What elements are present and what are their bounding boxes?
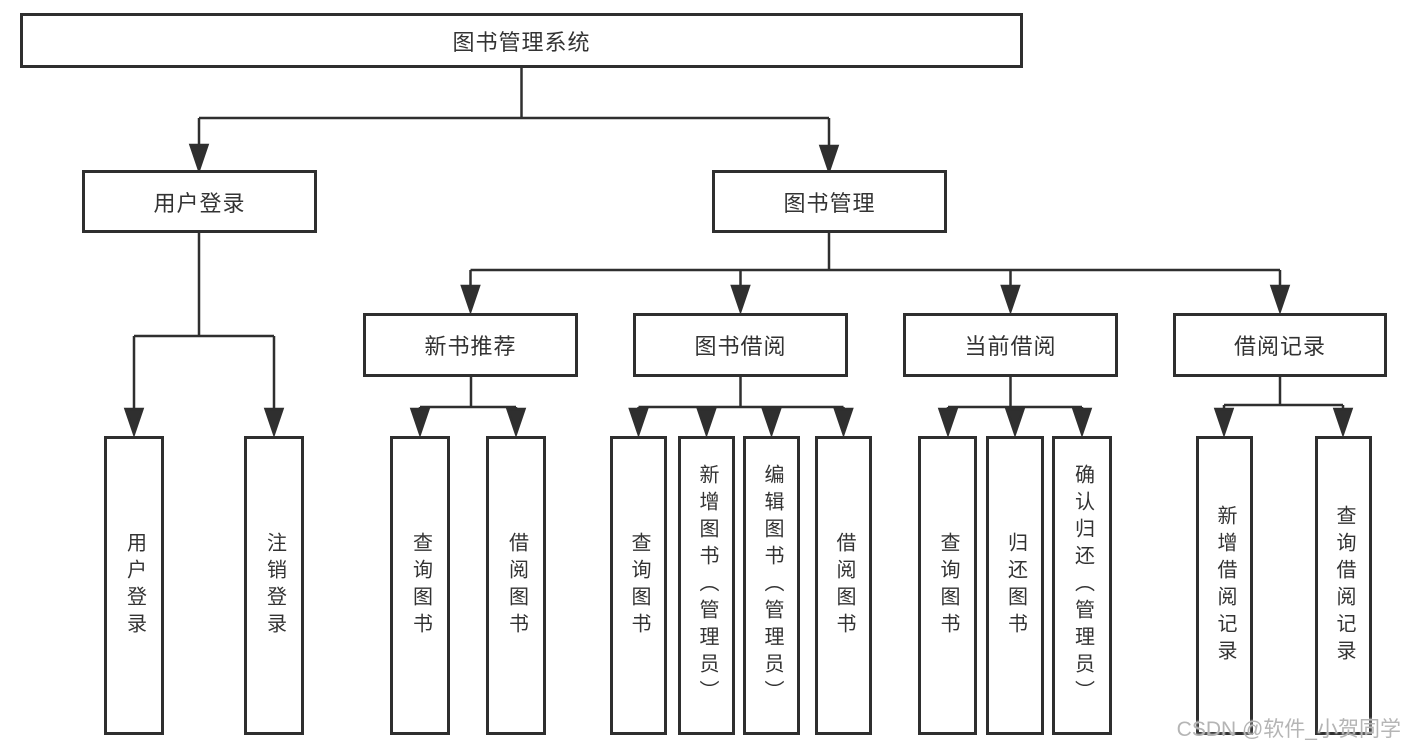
leaf-return-books-label: 归还图书 <box>1004 531 1027 640</box>
node-current-borrow: 当前借阅 <box>903 313 1118 377</box>
arrow-down-icon <box>263 407 285 438</box>
arrow-down-icon <box>730 284 751 315</box>
node-book-borrow: 图书借阅 <box>633 313 848 377</box>
leaf-edit-books: 编辑图书（管理员） <box>743 436 800 735</box>
arrow-down-icon <box>1213 407 1235 438</box>
node-user-login: 用户登录 <box>82 170 317 233</box>
arrow-down-icon <box>628 407 649 438</box>
arrow-down-icon <box>1000 284 1021 315</box>
leaf-borrow-books-1: 借阅图书 <box>486 436 546 735</box>
node-new-book-recommend-label: 新书推荐 <box>424 334 517 359</box>
leaf-query-books-1: 查询图书 <box>390 436 450 735</box>
leaf-query-books-3-label: 查询图书 <box>937 531 959 640</box>
leaf-edit-books-label: 编辑图书（管理员） <box>761 464 783 707</box>
leaf-query-books-2-label: 查询图书 <box>628 531 650 640</box>
connector-newbook-to-leaves <box>409 377 527 438</box>
leaf-query-borrow-record-label: 查询借阅记录 <box>1333 504 1355 667</box>
leaf-add-borrow-record-label: 新增借阅记录 <box>1214 504 1236 667</box>
arrow-down-icon <box>937 407 959 438</box>
leaf-user-login: 用户登录 <box>104 436 164 735</box>
arrow-down-icon <box>833 407 854 438</box>
node-root-label: 图书管理系统 <box>452 29 591 55</box>
arrow-down-icon <box>188 143 210 174</box>
arrow-down-icon <box>761 407 782 438</box>
leaf-add-books: 新增图书（管理员） <box>678 436 735 735</box>
leaf-confirm-return-label: 确认归还（管理员） <box>1071 464 1094 707</box>
leaf-add-books-label: 新增图书（管理员） <box>696 464 718 707</box>
arrow-down-icon <box>409 407 431 438</box>
watermark: CSDN @软件_小贺同学 <box>1176 718 1401 741</box>
connector-userlogin-to-leaves <box>123 233 285 438</box>
node-new-book-recommend: 新书推荐 <box>363 313 578 377</box>
leaf-borrow-books-2: 借阅图书 <box>815 436 872 735</box>
arrow-down-icon <box>818 144 840 175</box>
leaf-return-books: 归还图书 <box>986 436 1044 735</box>
leaf-query-borrow-record: 查询借阅记录 <box>1315 436 1372 735</box>
node-book-borrow-label: 图书借阅 <box>694 334 787 359</box>
node-borrow-records-label: 借阅记录 <box>1233 334 1326 359</box>
node-current-borrow-label: 当前借阅 <box>964 334 1057 359</box>
leaf-query-books-1-label: 查询图书 <box>409 531 432 640</box>
leaf-query-books-2: 查询图书 <box>610 436 667 735</box>
leaf-borrow-books-1-label: 借阅图书 <box>505 531 528 640</box>
connector-bookborrow-to-leaves <box>628 377 854 438</box>
connector-currentborrow-to-leaves <box>937 377 1093 438</box>
connector-borrowrecords-to-leaves <box>1213 375 1354 438</box>
connector-bookmgmt-to-level3 <box>460 233 1291 315</box>
arrow-down-icon <box>460 284 481 315</box>
leaf-add-borrow-record: 新增借阅记录 <box>1196 436 1253 735</box>
arrow-down-icon <box>1332 407 1354 438</box>
leaf-logout-label: 注销登录 <box>263 531 286 640</box>
leaf-borrow-books-2-label: 借阅图书 <box>833 531 855 640</box>
connector-root-to-level2 <box>188 68 840 175</box>
node-user-login-label: 用户登录 <box>153 190 246 216</box>
node-root: 图书管理系统 <box>20 13 1023 68</box>
node-book-management-label: 图书管理 <box>783 190 876 216</box>
arrow-down-icon <box>696 407 717 438</box>
arrow-down-icon <box>1269 284 1291 315</box>
leaf-user-login-label: 用户登录 <box>123 531 146 640</box>
arrow-down-icon <box>123 407 145 438</box>
node-book-management: 图书管理 <box>712 170 947 233</box>
node-borrow-records: 借阅记录 <box>1173 313 1387 377</box>
arrow-down-icon <box>1071 407 1093 438</box>
arrow-down-icon <box>1004 407 1026 438</box>
leaf-logout: 注销登录 <box>244 436 304 735</box>
leaf-confirm-return: 确认归还（管理员） <box>1052 436 1112 735</box>
leaf-query-books-3: 查询图书 <box>918 436 977 735</box>
arrow-down-icon <box>505 407 527 438</box>
